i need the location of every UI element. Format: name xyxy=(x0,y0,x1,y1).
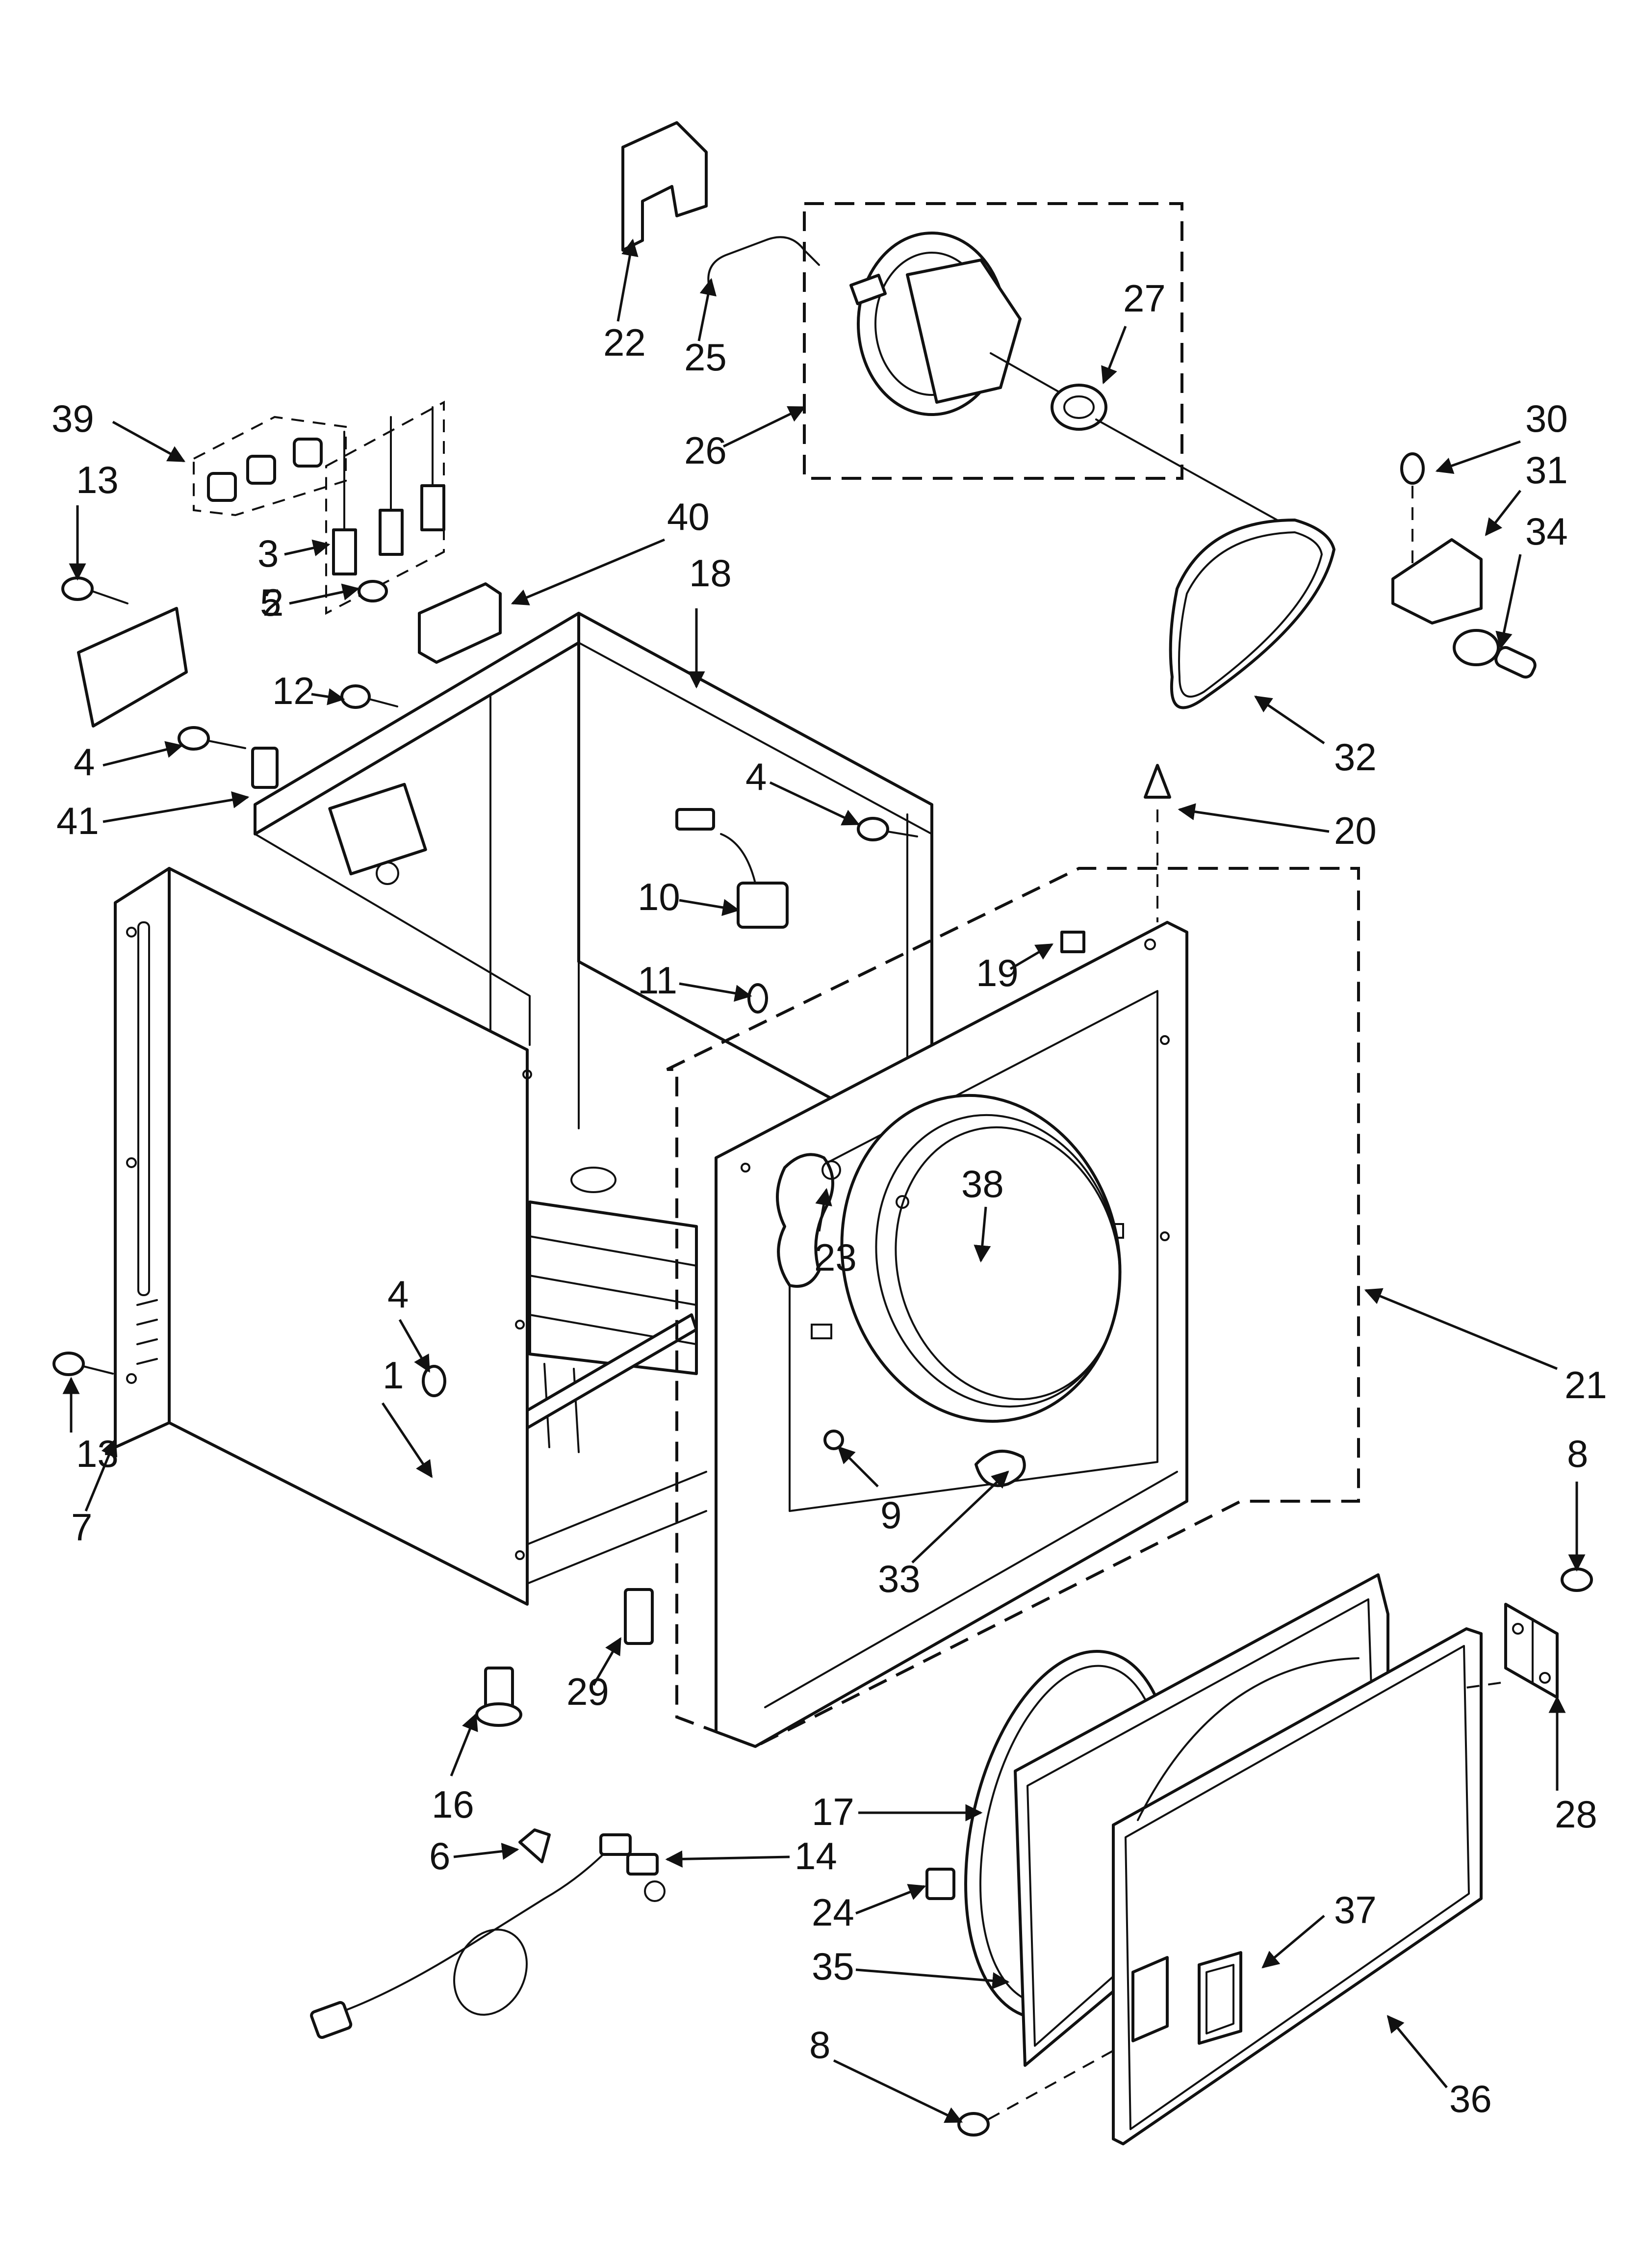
leader-arrow-9 xyxy=(837,1446,879,1487)
part-label-26: 26 xyxy=(684,429,727,472)
leader-arrow-3 xyxy=(284,539,331,556)
part-label-31: 31 xyxy=(1525,448,1568,492)
leader-arrow-4 xyxy=(769,781,860,826)
leader-arrow-23 xyxy=(815,1188,832,1232)
door-assembly xyxy=(925,1573,1483,2145)
leader-arrow-2 xyxy=(289,583,360,605)
part-label-1: 1 xyxy=(383,1354,404,1397)
part-label-6: 6 xyxy=(429,1834,450,1877)
part-label-24: 24 xyxy=(812,1891,854,1934)
part-label-39: 39 xyxy=(51,397,94,440)
leader-arrow-39 xyxy=(112,420,186,463)
part-label-7: 7 xyxy=(71,1506,92,1549)
leader-arrow-20 xyxy=(1178,803,1330,833)
part-label-16: 16 xyxy=(432,1783,474,1826)
part-label-30: 30 xyxy=(1525,397,1568,440)
leader-arrow-24 xyxy=(855,1884,926,1915)
part-label-13: 13 xyxy=(76,1432,119,1475)
part-label-11: 11 xyxy=(638,959,677,1002)
leader-arrow-37 xyxy=(1261,1915,1325,1969)
side-panel xyxy=(114,867,171,1449)
part-label-18: 18 xyxy=(689,551,732,595)
part-label-32: 32 xyxy=(1334,735,1377,779)
leader-arrow-36 xyxy=(1386,2015,1448,2088)
leader-arrow-11 xyxy=(679,982,752,1002)
part-label-38: 38 xyxy=(961,1162,1004,1205)
leader-arrow-4 xyxy=(103,741,183,767)
leader-arrow-19 xyxy=(1009,943,1054,970)
leader-arrow-31 xyxy=(1485,490,1521,536)
part-label-28: 28 xyxy=(1555,1793,1597,1836)
part-label-4: 4 xyxy=(745,755,767,798)
part-label-4: 4 xyxy=(387,1273,409,1316)
leader-arrow-8 xyxy=(833,2059,963,2123)
part-label-2: 2 xyxy=(262,581,283,624)
part-label-29: 29 xyxy=(566,1670,609,1713)
leader-arrow-29 xyxy=(592,1637,622,1686)
motor-assembly xyxy=(803,202,1183,480)
part-label-4: 4 xyxy=(74,740,95,783)
leader-arrow-7 xyxy=(84,1438,118,1512)
part-label-20: 20 xyxy=(1334,809,1377,852)
leader-arrow-22 xyxy=(616,238,639,322)
leader-arrow-4 xyxy=(398,1319,431,1373)
leader-arrow-1 xyxy=(381,1402,433,1478)
part-label-14: 14 xyxy=(795,1834,837,1877)
part-label-17: 17 xyxy=(812,1790,854,1833)
part-label-9: 9 xyxy=(880,1493,901,1537)
leader-arrow-38 xyxy=(974,1206,991,1263)
leader-arrow-21 xyxy=(1364,1288,1558,1370)
part-label-36: 36 xyxy=(1449,2077,1492,2120)
part-label-8: 8 xyxy=(809,2023,830,2066)
leader-arrow-30 xyxy=(1435,440,1521,474)
part-label-34: 34 xyxy=(1525,510,1568,553)
small-parts xyxy=(52,121,1593,2137)
leader-arrow-16 xyxy=(450,1713,478,1776)
part-label-41: 41 xyxy=(56,799,99,842)
leader-arrow-33 xyxy=(911,1470,1009,1564)
leader-arrow-14 xyxy=(665,1850,790,1868)
leader-arrow-34 xyxy=(1495,554,1522,650)
part-label-22: 22 xyxy=(603,321,646,364)
part-label-35: 35 xyxy=(812,1945,854,1988)
leader-arrow-25 xyxy=(697,278,717,341)
leader-arrow-35 xyxy=(855,1968,1010,1989)
leader-arrow-12 xyxy=(311,688,345,705)
part-label-25: 25 xyxy=(684,336,727,379)
part-label-8: 8 xyxy=(1567,1432,1588,1475)
part-label-37: 37 xyxy=(1334,1888,1377,1931)
part-label-12: 12 xyxy=(272,669,315,712)
leader-arrow-32 xyxy=(1254,695,1325,745)
part-label-5: 5 xyxy=(260,581,281,624)
front-panel xyxy=(666,867,1360,1748)
part-label-21: 21 xyxy=(1565,1363,1607,1407)
part-label-13: 13 xyxy=(76,458,119,501)
part-label-3: 3 xyxy=(257,532,279,575)
part-label-19: 19 xyxy=(976,951,1019,994)
leader-arrow-6 xyxy=(453,1843,519,1860)
part-label-10: 10 xyxy=(638,875,680,918)
part-label-23: 23 xyxy=(814,1236,857,1279)
leader-arrow-41 xyxy=(103,791,250,823)
leader-arrow-10 xyxy=(679,899,740,916)
leader-arrow-40 xyxy=(511,538,665,605)
leader-arrow-26 xyxy=(722,406,806,448)
part-label-27: 27 xyxy=(1123,277,1166,320)
part-label-40: 40 xyxy=(667,495,710,538)
part-label-33: 33 xyxy=(878,1557,921,1600)
leader-arrow-27 xyxy=(1101,326,1127,385)
drive-belt xyxy=(1095,418,1335,709)
